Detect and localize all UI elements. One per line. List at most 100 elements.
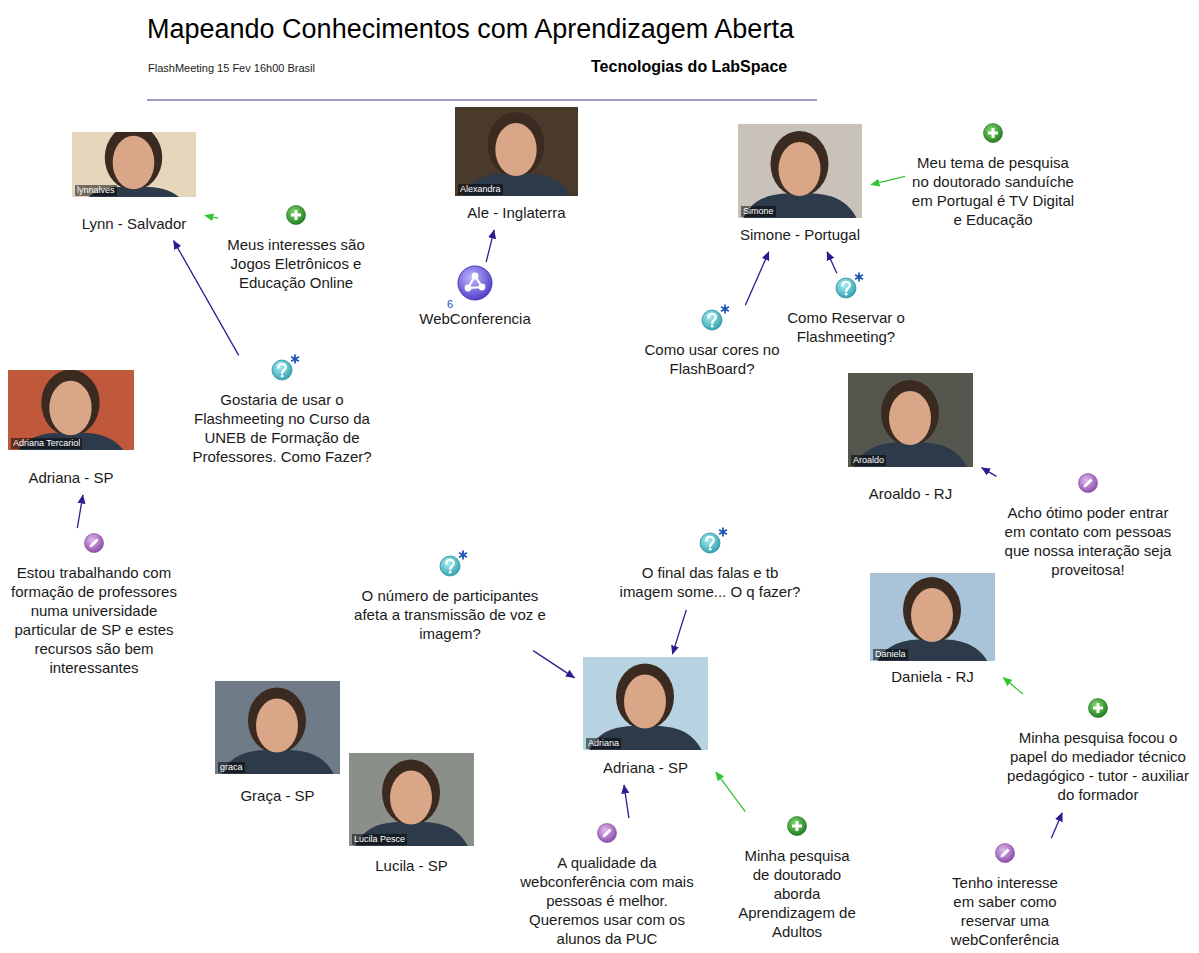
- note-text: Como Reservar o Flashmeeting?: [780, 308, 912, 346]
- note-text: Como usar cores no FlashBoard?: [639, 340, 785, 378]
- plus-icon: [1089, 699, 1108, 718]
- asterisk-icon: [291, 355, 299, 364]
- participant-name: Aroaldo - RJ: [842, 484, 979, 504]
- photo-ground: [72, 118, 196, 211]
- asterisk-icon: [459, 551, 467, 560]
- note-card: Minha pesquisa de doutorado aborda Apren…: [735, 814, 860, 947]
- question-icon: [440, 556, 460, 576]
- asterisk-icon: [721, 305, 729, 314]
- participant-name: Lynn - Salvador: [66, 214, 202, 234]
- note-icon: [85, 534, 104, 553]
- note-text: Meu tema de pesquisa no doutorado sanduí…: [908, 153, 1078, 229]
- connector-arrow: [205, 215, 218, 218]
- note-card: Estou trabalhando com formação de profes…: [8, 531, 180, 683]
- note-card: Meus interesses são Jogos Eletrônicos e …: [221, 203, 371, 298]
- subtitle-label: FlashMeeting 15 Fev 16h00 Brasil: [147, 62, 316, 75]
- participant-name: Simone - Portugal: [732, 225, 868, 245]
- note-text: Acho ótimo poder entrar em contato com p…: [999, 503, 1177, 579]
- note-text: Meus interesses são Jogos Eletrônicos e …: [221, 235, 371, 292]
- question-icon: [702, 310, 722, 330]
- participant-name: Lucila - SP: [343, 856, 480, 876]
- note-card: Acho ótimo poder entrar em contato com p…: [999, 471, 1177, 585]
- note-card: Minha pesquisa focou o papel do mediador…: [1007, 696, 1189, 810]
- connector-arrow: [982, 468, 997, 477]
- note-card: WebConferencia: [410, 265, 540, 334]
- person-figure: [744, 131, 857, 218]
- note-icon: [598, 824, 617, 843]
- note-text: Tenho interesse em saber como reservar u…: [944, 873, 1066, 949]
- note-text: A qualidade da webconferência com mais p…: [514, 853, 700, 948]
- photo-caption: Simone: [741, 206, 776, 217]
- note-card: Meu tema de pesquisa no doutorado sanduí…: [908, 121, 1078, 235]
- note-card: O número de participantes afeta a transm…: [354, 554, 546, 649]
- note-text: Minha pesquisa focou o papel do mediador…: [1007, 728, 1189, 804]
- connector-arrow: [1051, 813, 1062, 838]
- webcam-photo: [848, 373, 973, 467]
- photo-caption: Adriana: [586, 738, 621, 749]
- question-icon: [836, 278, 856, 298]
- question-icon: [700, 533, 720, 553]
- participant-card: Lucila - SP: [343, 753, 480, 880]
- note-card: Gostaria de usar o Flashmeeting no Curso…: [187, 358, 377, 472]
- note-icon: [996, 844, 1015, 863]
- connector-arrow: [77, 495, 83, 528]
- connector-arrow: [827, 252, 837, 274]
- photo-caption: Aroaldo: [851, 455, 886, 466]
- photo-ground: [583, 657, 708, 751]
- note-text: Gostaria de usar o Flashmeeting no Curso…: [187, 390, 377, 466]
- photo-ground: [349, 753, 474, 847]
- connector-arrow: [871, 176, 905, 184]
- connector-arrow: [486, 230, 494, 262]
- count-badge: 6: [446, 298, 454, 311]
- participant-card: Graça - SP: [209, 681, 346, 810]
- participant-card: Aroaldo - RJ: [842, 373, 979, 508]
- question-icon: [272, 360, 292, 380]
- webcam-photo: [349, 753, 474, 847]
- photo-ground: [215, 681, 340, 775]
- note-card: Tenho interesse em saber como reservar u…: [944, 841, 1066, 953]
- participant-card: Adriana - SP: [577, 657, 714, 782]
- participant-name: Graça - SP: [209, 786, 346, 806]
- section-label: Tecnologias do LabSpace: [590, 58, 788, 76]
- participant-name: Ale - Inglaterra: [449, 203, 584, 223]
- photo-caption: lynnalves: [75, 185, 117, 196]
- map-title: Mapeando Conhecimentos com Aprendizagem …: [147, 13, 794, 45]
- note-text: WebConferencia: [410, 309, 540, 328]
- photo-caption: Alexandra: [458, 184, 503, 195]
- note-text: Estou trabalhando com formação de profes…: [8, 563, 180, 677]
- title-rule: [147, 100, 817, 101]
- participant-card: Daniela - RJ: [864, 573, 1001, 691]
- webcam-photo: [215, 681, 340, 775]
- connector-arrow: [716, 772, 745, 812]
- note-icon: [1079, 474, 1098, 493]
- note-card: O final das falas e tb imagem some... O …: [615, 531, 805, 607]
- plus-icon: [984, 124, 1003, 143]
- photo-ground: [8, 363, 134, 458]
- connector-arrow: [745, 252, 769, 306]
- photo-caption: graca: [218, 762, 245, 773]
- photo-ground: [455, 105, 578, 197]
- participant-card: Simone - Portugal: [732, 124, 868, 249]
- note-card: Como Reservar o Flashmeeting?: [780, 276, 912, 352]
- webcam-photo: [583, 657, 708, 751]
- web-icon: [458, 266, 492, 300]
- connector-arrow: [624, 785, 629, 818]
- person-figure: [854, 380, 967, 467]
- plus-icon: [287, 206, 306, 225]
- photo-caption: Adriana Tercariol: [11, 438, 82, 449]
- connector-arrow: [1003, 678, 1023, 694]
- webcam-photo: [72, 118, 196, 211]
- photo-ground: [870, 570, 995, 664]
- connector-arrow: [533, 651, 574, 678]
- webcam-photo: [455, 105, 578, 197]
- participant-name: Adriana - SP: [577, 758, 714, 778]
- participant-card: Adriana - SP: [2, 370, 140, 492]
- note-text: O final das falas e tb imagem some... O …: [615, 563, 805, 601]
- connector-arrow: [672, 610, 686, 654]
- photo-ground: [738, 124, 863, 218]
- connector-arrow: [174, 241, 239, 356]
- photo-caption: Daniela: [873, 649, 908, 660]
